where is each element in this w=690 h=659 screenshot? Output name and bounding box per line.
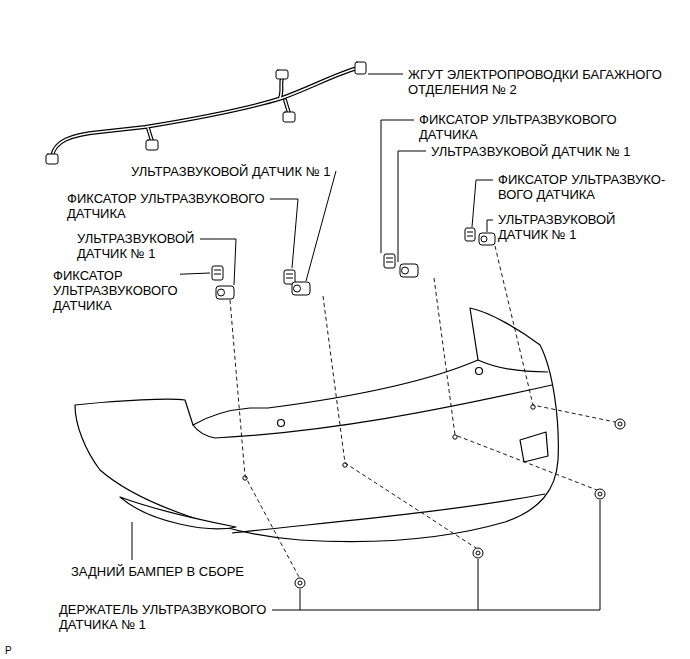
sensor-set [292, 282, 310, 295]
wire-harness [52, 68, 358, 156]
sensor-holder [298, 581, 302, 585]
wire-harness [276, 70, 288, 79]
rear-bumper [75, 308, 558, 542]
sensor-set [212, 266, 223, 280]
wire-harness [46, 154, 58, 164]
wire-harness [285, 100, 289, 113]
leader-line [306, 171, 336, 281]
part-label: ДЕРЖАТЕЛЬ УЛЬТРАЗВУКОВОГО ДАТЧИКА № 1 [58, 602, 269, 632]
rear-bumper [193, 385, 552, 438]
sensor-holder [476, 551, 480, 555]
sensor-set [386, 258, 393, 259]
sensor-set [284, 270, 310, 295]
assembly-line [230, 300, 299, 577]
wire-harness [52, 68, 358, 156]
sensor-set [467, 232, 473, 233]
wire-harness [355, 62, 366, 74]
wire-harness [52, 68, 358, 156]
leader-line [300, 589, 301, 610]
assembly-line [230, 246, 615, 577]
assembly-line [495, 246, 615, 422]
rear-bumper [478, 360, 548, 372]
rear-bumper [453, 435, 457, 439]
sensor-set [212, 266, 234, 299]
rear-bumper [531, 405, 535, 409]
sensor-set [384, 254, 418, 277]
part-label: УЛЬТРАЗВУКОВОЙ ДАТЧИК № 1 [497, 212, 618, 242]
sensor-set [402, 267, 409, 274]
part-label: ЗАДНИЙ БАМПЕР В СБОРЕ [70, 564, 246, 579]
sensor-holder [618, 422, 622, 426]
part-label: ФИКСАТОР УЛЬТРАЗВУКОВОГО ДАТЧИКА [52, 268, 180, 313]
wire-harness [46, 62, 366, 164]
sensor-set [465, 228, 495, 245]
sensor-set [386, 262, 393, 263]
sensor-holder [295, 578, 305, 588]
wire-harness [285, 100, 289, 113]
leader-line [398, 151, 426, 262]
part-label: УЛЬТРАЗВУКОВОЙ ДАТЧИК № 1 [430, 144, 633, 159]
rear-bumper [278, 420, 285, 427]
assembly-line [323, 296, 476, 548]
sensor-set [286, 274, 293, 275]
sensor-holder [473, 548, 483, 558]
sensor-set [479, 233, 495, 245]
sensor-set [294, 285, 301, 292]
part-label: ФИКСАТОР УЛЬТРАЗВУКО- ВОГО ДАТЧИКА [497, 172, 668, 202]
part-label: УЛЬТРАЗВУКОВОЙ ДАТЧИК № 1 [130, 164, 333, 179]
rear-bumper [520, 432, 548, 462]
leader-line [478, 559, 479, 610]
leader-line [487, 220, 493, 232]
wire-harness [146, 140, 158, 150]
wire-harness [280, 78, 282, 98]
leader-line [368, 74, 403, 75]
sensor-holder [295, 419, 625, 588]
sensor-set [465, 228, 475, 241]
assembly-line [434, 278, 597, 490]
sensor-set [212, 228, 495, 299]
leader-line [132, 522, 133, 560]
rear-bumper [232, 494, 545, 533]
sensor-set [216, 286, 234, 299]
rear-bumper [243, 405, 535, 480]
leader-line [600, 500, 601, 610]
part-label: УЛЬТРАЗВУКОВОЙ ДАТЧИК № 1 [76, 231, 197, 261]
wire-harness [46, 62, 366, 164]
part-label: ФИКСАТОР УЛЬТРАЗВУКОВОГО ДАТЧИКА [418, 112, 619, 142]
wire-harness [280, 78, 282, 98]
sensor-set [400, 264, 418, 277]
leader-line [270, 199, 298, 268]
rear-bumper [476, 368, 483, 375]
sensor-set [481, 236, 487, 242]
wire-harness [148, 128, 152, 141]
sensor-holder [595, 489, 605, 499]
sensor-set [384, 254, 395, 268]
sensor-set [214, 274, 221, 275]
rear-bumper [120, 497, 236, 529]
wire-harness [148, 128, 152, 141]
sensor-set [218, 289, 225, 296]
wire-harness [52, 68, 358, 156]
part-label: ФИКСАТОР УЛЬТРАЗВУКОВОГО ДАТЧИКА [66, 191, 267, 221]
wire-harness [283, 112, 295, 122]
sensor-set [214, 270, 221, 271]
part-label: ЖГУТ ЭЛЕКТРОПРОВОДКИ БАГАЖНОГО ОТДЕЛЕНИЯ… [407, 67, 664, 97]
leader-line [200, 239, 236, 285]
rear-bumper [75, 308, 558, 542]
sensor-holder [598, 492, 602, 496]
figure-code: P [4, 643, 14, 658]
sensor-set [286, 278, 293, 279]
sensor-set [467, 236, 473, 237]
sensor-holder [615, 419, 625, 429]
leader-line [272, 610, 600, 611]
